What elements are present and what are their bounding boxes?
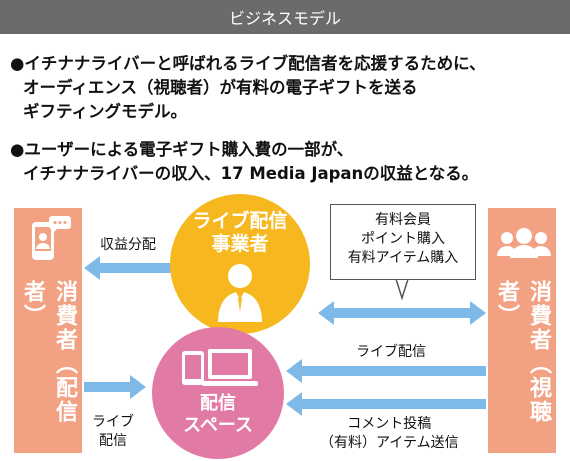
distribution-space-circle: 配信 スペース [152,327,284,459]
bullet-1-line-3: ギフティングモデル。 [23,102,188,121]
live-stream-left-label: ライブ 配信 [92,414,134,449]
business-operator-label: ライブ配信 事業者 [192,210,288,255]
live-stream-arrow-right [286,359,486,383]
live-stream-right-label: ライブ配信 [356,344,426,360]
bullet-1: ●イチナナライバーと呼ばれるライブ配信者を応援するために、 オーディエンス（視聴… [10,52,486,124]
header-title: ビジネスモデル [228,9,341,28]
bullet-2: ●ユーザーによる電子ギフト購入費の一部が、 イチナナライバーの収入、17 Med… [10,138,478,186]
bullet-marker: ● [10,140,25,159]
left-panel-label: 消費者（配信者） [20,280,77,424]
businessperson-icon [218,264,262,322]
smartphone-chat-icon [32,216,71,260]
bullet-marker: ● [10,54,25,73]
right-panel-label: 消費者（視聴者） [494,280,551,424]
purchase-callout: 有料会員 ポイント購入 有料アイテム購入 [330,204,476,280]
revenue-share-arrow [84,256,176,280]
audience-icon [497,228,551,258]
comment-item-arrow [286,392,486,416]
header-bar: ビジネスモデル [0,0,570,34]
callout-line-2: ポイント購入 [361,231,445,247]
distribution-space-label: 配信 スペース [183,393,253,436]
bullet-2-line-1: ●ユーザーによる電子ギフト購入費の一部が、 [10,140,354,159]
viewer-business-double-arrow [318,301,486,325]
live-stream-arrow-left [84,375,146,399]
callout-line-1: 有料会員 [375,212,431,228]
bullet-1-line-2: オーディエンス（視聴者）が有料の電子ギフトを送る [23,78,418,97]
comment-item-label: コメント投稿 （有料）アイテム送信 [320,416,459,451]
callout-pointer [395,277,409,301]
business-operator-circle: ライブ配信 事業者 [170,194,310,334]
devices-icon [182,349,258,386]
revenue-share-label: 収益分配 [100,237,156,253]
callout-line-3: 有料アイテム購入 [347,250,459,266]
bullet-2-line-2: イチナナライバーの収入、17 Media Japanの収益となる。 [23,164,479,183]
bullet-1-line-1: ●イチナナライバーと呼ばれるライブ配信者を応援するために、 [10,54,486,73]
